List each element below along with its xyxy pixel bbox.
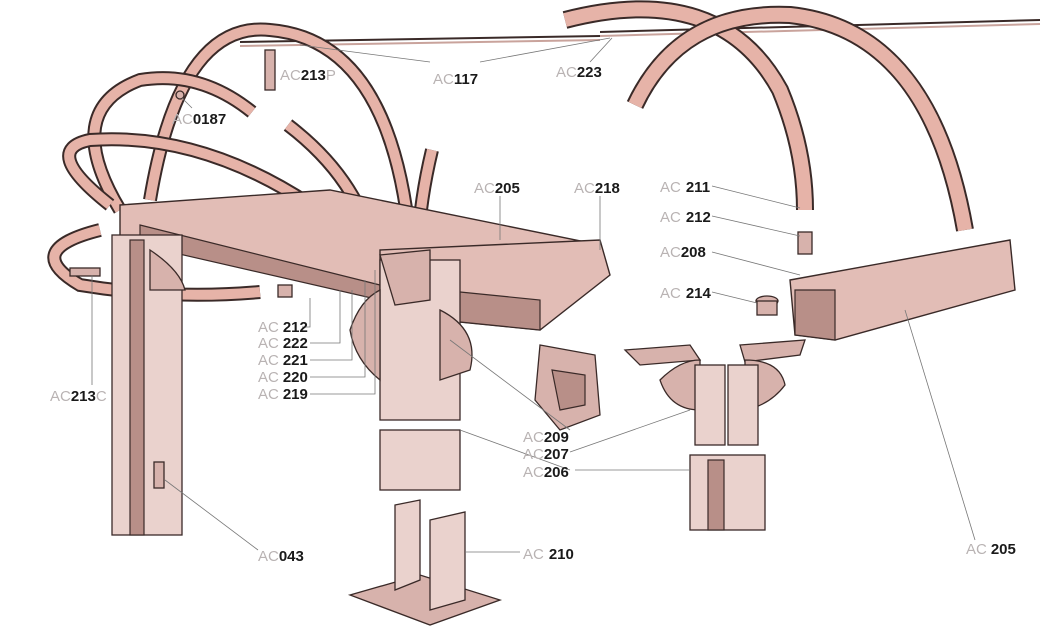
label-ac218: AC218 xyxy=(574,180,620,197)
label-ac208: AC208 xyxy=(660,244,706,261)
beam-right xyxy=(755,231,1016,341)
base-bracket xyxy=(347,499,503,626)
label-ac223: AC223 xyxy=(556,64,602,81)
label-ac043: AC043 xyxy=(258,548,304,565)
label-ac213c: AC213C xyxy=(50,388,107,405)
label-ac0187: AC0187 xyxy=(172,111,226,128)
label-ac205-top: AC205 xyxy=(474,180,520,197)
label-ac213p: AC213P xyxy=(280,67,336,84)
corner-plate xyxy=(534,344,601,431)
leader-lines xyxy=(91,37,976,553)
label-ac207: AC207 xyxy=(523,446,569,463)
part-labels: AC117 AC223 AC213P AC0187 AC205 AC218 AC… xyxy=(50,64,1016,565)
label-ac117: AC117 xyxy=(433,71,478,88)
arch-tubes-right xyxy=(562,0,974,232)
label-ac206: AC206 xyxy=(523,464,569,481)
joint-bracket-right xyxy=(623,339,806,531)
label-ac209: AC209 xyxy=(523,429,569,446)
connector-parts-left xyxy=(69,49,293,489)
frame-left xyxy=(111,189,611,536)
